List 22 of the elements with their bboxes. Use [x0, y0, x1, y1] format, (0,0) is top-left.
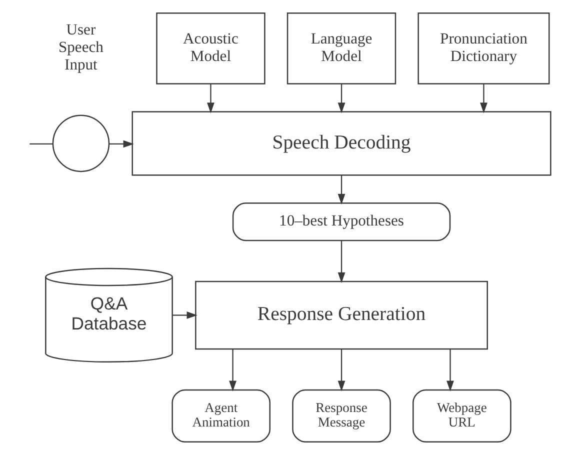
node-box: Pronunciation Dictionary	[417, 12, 550, 84]
node-box: 10–best Hypotheses	[232, 202, 450, 241]
arrow	[172, 311, 197, 318]
arrow	[108, 140, 134, 148]
node-box: Response Message	[292, 388, 390, 442]
arrow	[228, 348, 236, 391]
node-box: Acoustic Model	[156, 12, 265, 84]
arrow	[446, 348, 454, 391]
node-box: Agent Animation	[171, 388, 270, 442]
arrow	[206, 83, 214, 113]
node-box: Speech Decoding	[131, 110, 551, 176]
node-label: User Speech Input	[58, 20, 103, 74]
node-box: Language Model	[286, 12, 396, 84]
arrow	[480, 83, 487, 113]
arrow	[337, 83, 345, 113]
node-circle	[52, 114, 110, 172]
arrow	[337, 174, 345, 204]
connector	[29, 142, 52, 144]
arrow	[337, 348, 345, 391]
arrow	[337, 240, 345, 282]
node-box: Webpage URL	[412, 388, 511, 442]
node-box: Response Generation	[194, 280, 488, 350]
